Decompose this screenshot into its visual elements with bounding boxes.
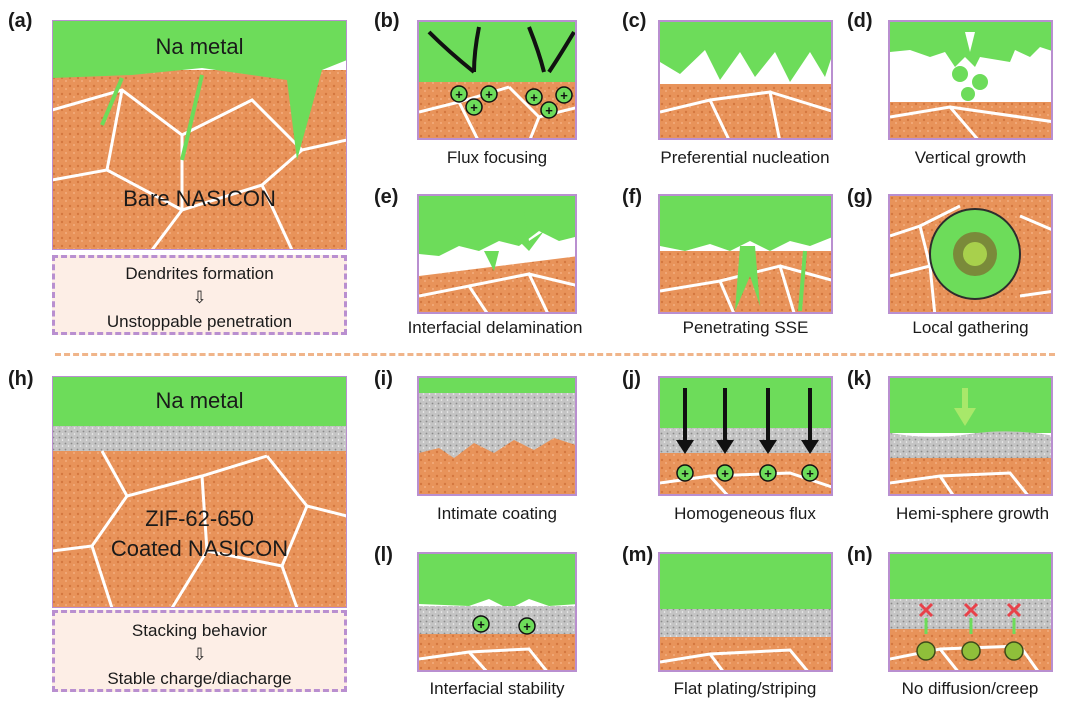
note-top-line2: Unstoppable penetration	[106, 312, 293, 331]
penetrating-sse-illustration	[660, 196, 831, 312]
ion-symbol: +	[485, 87, 493, 102]
panel-h: (h) Na metal ZIF-62-650 Coated NASICON S…	[0, 360, 360, 712]
panel-e-figure	[417, 194, 577, 314]
panel-n-label: (n)	[847, 544, 873, 566]
ion-symbol: +	[470, 100, 478, 115]
note-bottom-line2: Stable charge/diacharge	[107, 669, 292, 688]
panel-c-figure	[658, 20, 833, 140]
note-bottom-line1: Stacking behavior	[131, 621, 268, 640]
panel-l-figure: + +	[417, 552, 577, 672]
panel-a-figure: Na metal Bare NASICON	[52, 20, 347, 250]
homogeneous-flux-illustration: + + + +	[660, 378, 831, 494]
panel-h-substrate-line2: Coated NASICON	[110, 536, 289, 561]
panel-a-label: (a)	[8, 10, 33, 32]
panel-i: (i) Intimate coating	[372, 360, 622, 535]
panel-e: (e) Interfacial delamination	[360, 180, 620, 345]
panel-m-figure	[658, 552, 833, 672]
ion-symbol: +	[764, 466, 772, 481]
panel-d-caption: Vertical growth	[914, 148, 1027, 167]
panel-k-caption: Hemi-sphere growth	[895, 504, 1050, 523]
section-divider	[55, 353, 1055, 356]
panel-m-label: (m)	[622, 544, 654, 566]
panel-k-figure	[888, 376, 1053, 496]
interfacial-delamination-illustration	[419, 196, 575, 312]
panel-f-caption: Penetrating SSE	[682, 318, 809, 337]
panel-c-caption: Preferential nucleation	[660, 148, 830, 167]
flux-focusing-illustration: + + + + + +	[419, 22, 575, 138]
panel-b: (b) + + + + + + Flu	[372, 0, 642, 180]
panel-l: (l) + + Interfacial stability	[372, 538, 622, 712]
panel-c-label: (c)	[622, 10, 647, 32]
panel-a-metal-label: Na metal	[155, 34, 244, 59]
panel-i-figure	[417, 376, 577, 496]
panel-n-caption: No diffusion/creep	[901, 679, 1039, 698]
panel-i-label: (i)	[374, 368, 393, 390]
panel-b-figure: + + + + + +	[417, 20, 577, 140]
note-dendrites: Dendrites formation ⇩ Unstoppable penetr…	[52, 255, 347, 335]
preferential-nucleation-illustration	[660, 22, 831, 138]
local-gathering-illustration	[890, 196, 1051, 312]
panel-j: (j) + + + +	[610, 360, 860, 535]
panel-d: (d) Vertical growth	[845, 0, 1075, 180]
panel-e-caption: Interfacial delamination	[407, 318, 583, 337]
vertical-growth-illustration	[890, 22, 1051, 138]
interfacial-stability-illustration: + +	[419, 554, 575, 670]
panel-a: (a) Na metal Bare NASICON Dendrites form…	[0, 0, 360, 345]
hemi-sphere-growth-illustration	[890, 378, 1051, 494]
panel-j-figure: + + + +	[658, 376, 833, 496]
panel-h-metal-label: Na metal	[155, 388, 244, 413]
note-top-line1: Dendrites formation	[125, 264, 274, 283]
ion-symbol: +	[806, 466, 814, 481]
panel-k: (k) Hemi-sphere growth	[845, 360, 1080, 535]
panel-b-caption: Flux focusing	[446, 148, 548, 167]
panel-h-figure: Na metal ZIF-62-650 Coated NASICON	[52, 376, 347, 608]
ion-symbol: +	[477, 617, 485, 632]
ion-symbol: +	[560, 88, 568, 103]
panel-d-figure	[888, 20, 1053, 140]
panel-g-caption: Local gathering	[912, 318, 1029, 337]
ion-symbol: +	[455, 87, 463, 102]
panel-m: (m) Flat plating/striping	[610, 538, 860, 712]
panel-b-label: (b)	[374, 10, 400, 32]
no-diffusion-illustration	[890, 554, 1051, 670]
ion-symbol: +	[545, 103, 553, 118]
panel-m-caption: Flat plating/striping	[673, 679, 817, 698]
panel-h-substrate-line1: ZIF-62-650	[145, 506, 254, 531]
panel-g-figure	[888, 194, 1053, 314]
panel-f-label: (f)	[622, 186, 642, 208]
panel-n: (n) No diffusion/creep	[845, 538, 1080, 712]
panel-f: (f) Penetrating SSE	[610, 180, 860, 345]
note-top-arrow-icon: ⇩	[192, 288, 207, 307]
panel-j-caption: Homogeneous flux	[674, 504, 816, 523]
panel-i-caption: Intimate coating	[436, 504, 557, 523]
panel-g: (g) Local gathering	[845, 180, 1075, 345]
panel-g-label: (g)	[847, 186, 873, 208]
note-stacking: Stacking behavior ⇩ Stable charge/diacha…	[52, 610, 347, 692]
panel-a-substrate-label: Bare NASICON	[123, 186, 276, 211]
panel-l-caption: Interfacial stability	[429, 679, 565, 698]
panel-c: (c) Preferential nucleation	[610, 0, 860, 180]
panel-j-label: (j)	[622, 368, 641, 390]
ion-symbol: +	[523, 619, 531, 634]
panel-k-label: (k)	[847, 368, 872, 390]
coated-nasicon-illustration	[52, 376, 347, 608]
bare-nasicon-illustration	[52, 20, 347, 250]
ion-symbol: +	[681, 466, 689, 481]
intimate-coating-illustration	[419, 378, 575, 494]
panel-n-figure	[888, 552, 1053, 672]
panel-d-label: (d)	[847, 10, 873, 32]
ion-symbol: +	[721, 466, 729, 481]
panel-f-figure	[658, 194, 833, 314]
note-bottom-arrow-icon: ⇩	[192, 645, 207, 664]
panel-e-label: (e)	[374, 186, 399, 208]
panel-h-label: (h)	[8, 368, 34, 390]
ion-symbol: +	[530, 90, 538, 105]
panel-l-label: (l)	[374, 544, 393, 566]
flat-plating-illustration	[660, 554, 831, 670]
